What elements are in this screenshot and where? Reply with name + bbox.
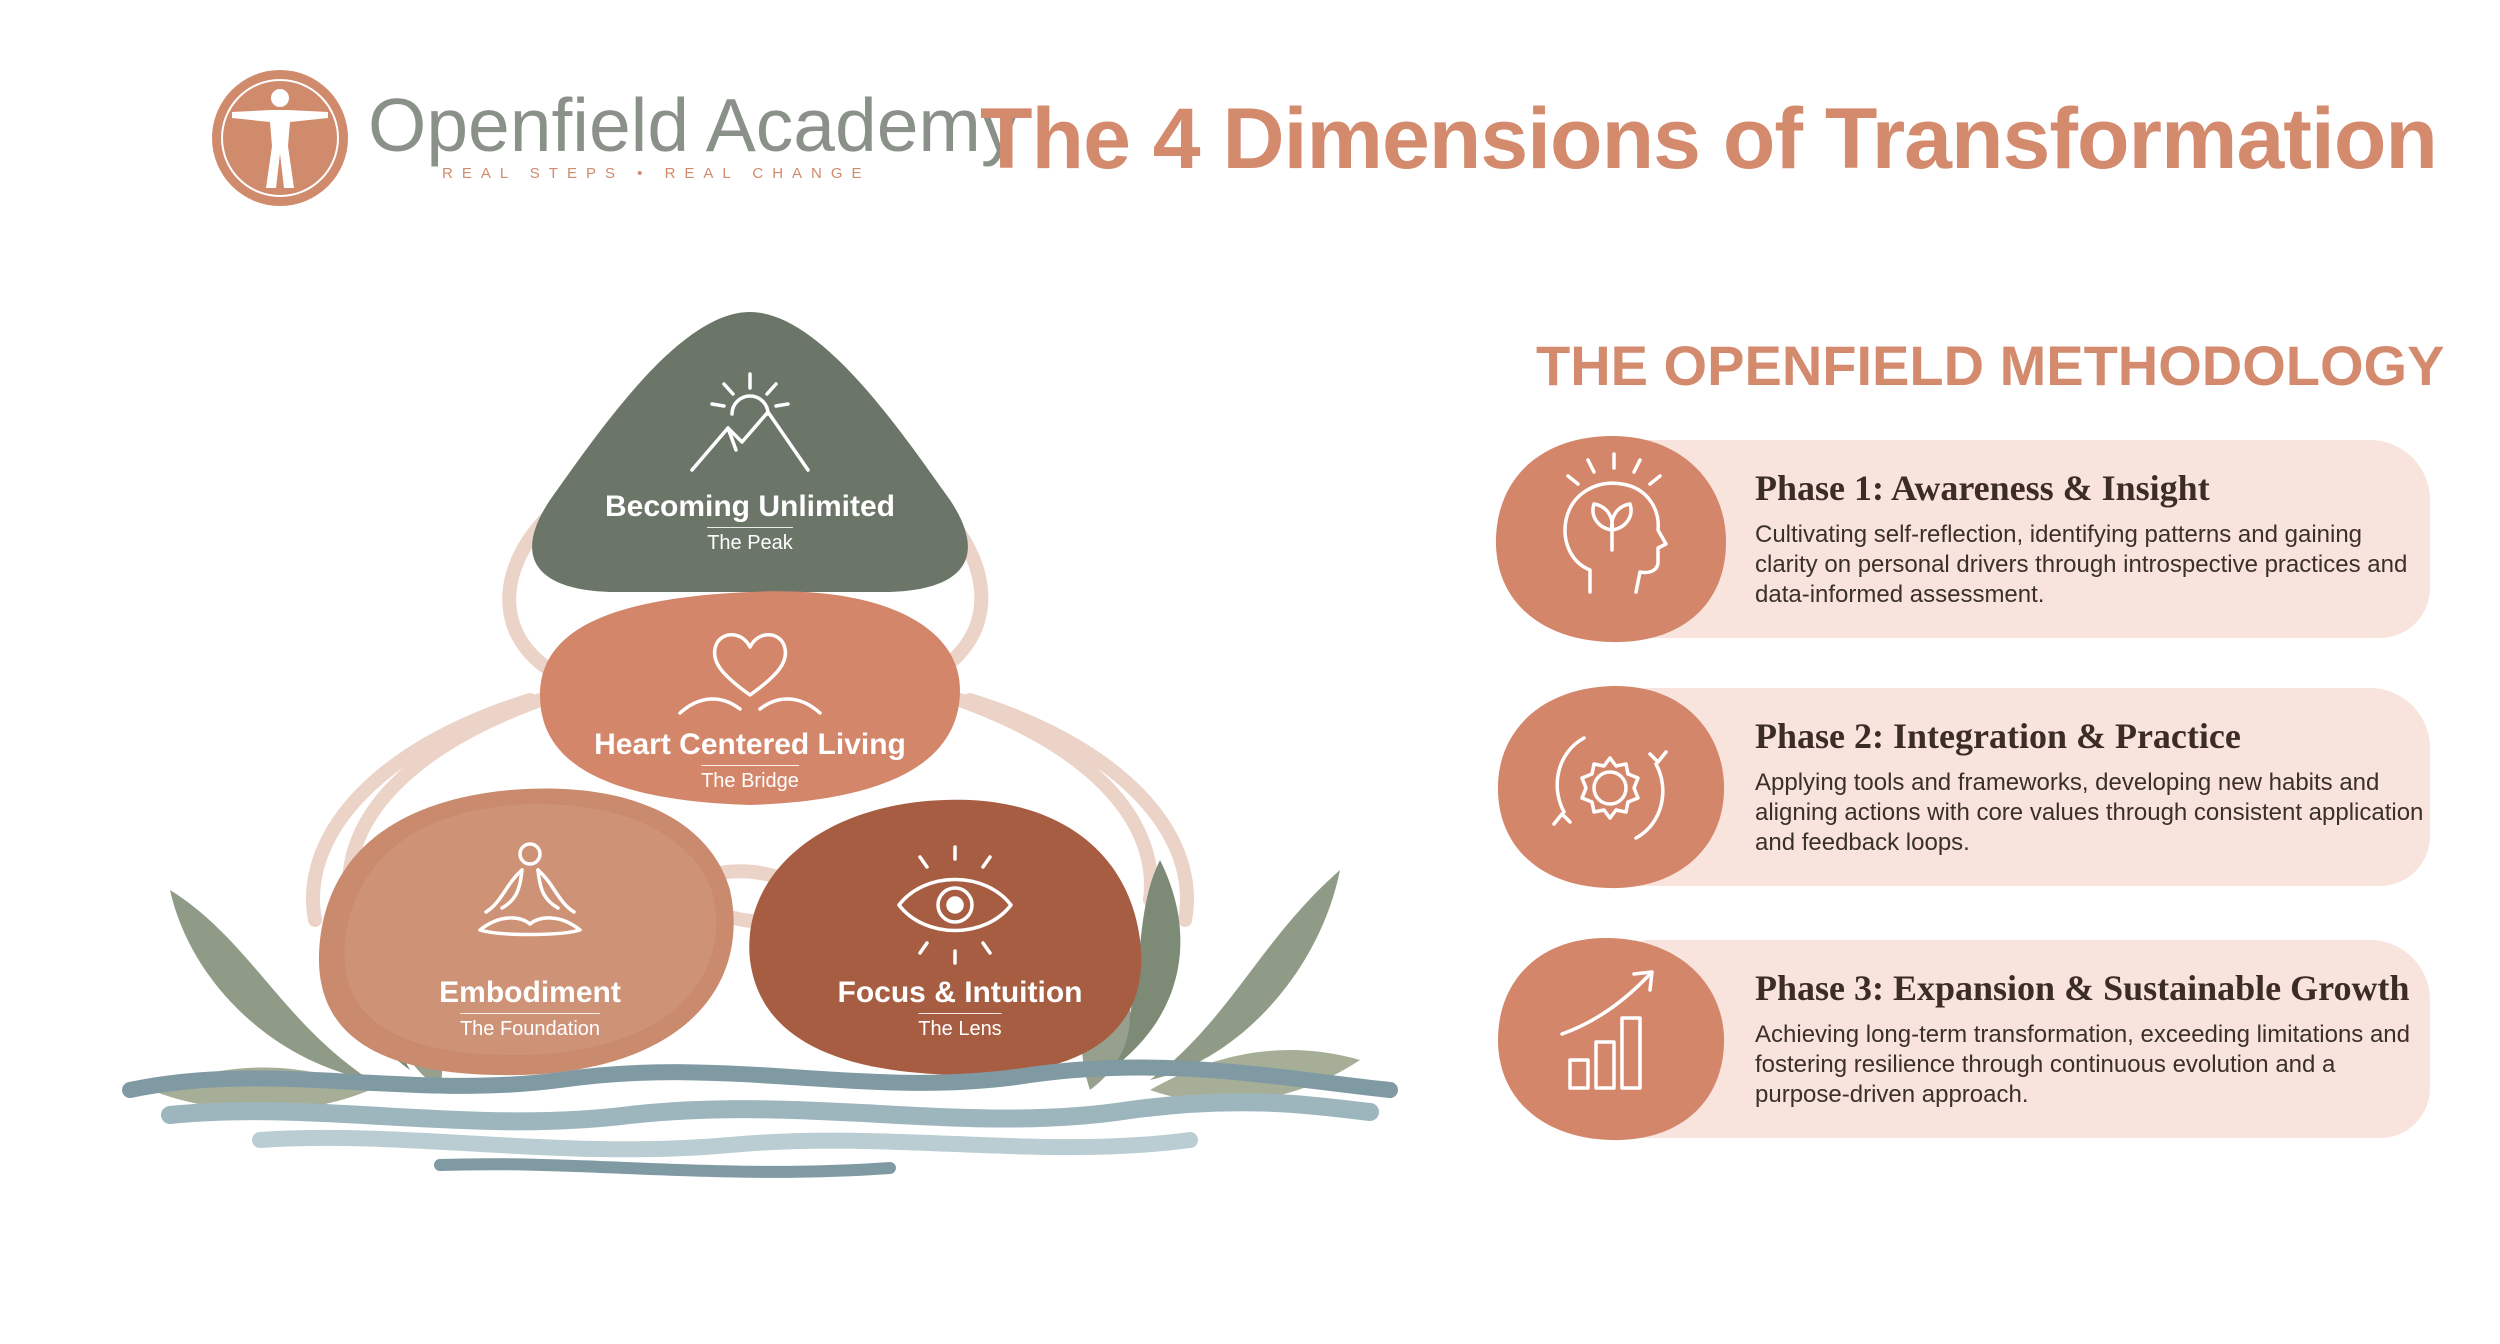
phase-card-background [1610, 440, 2430, 638]
dimensions-diagram: Becoming Unlimited The Peak Heart Center… [110, 300, 1410, 1200]
stone-subtitle: The Peak [707, 527, 793, 554]
vitruvian-figure-icon [212, 70, 348, 206]
logo-mark [210, 68, 350, 208]
phase-title: Phase 2: Integration & Practice [1755, 716, 2241, 756]
phase-card-background [1610, 940, 2430, 1138]
stone-title: Becoming Unlimited [604, 490, 896, 523]
phase-description: Cultivating self-reflection, identifying… [1755, 521, 2408, 608]
stone-subtitle: The Foundation [459, 1013, 601, 1040]
stone-title: Embodiment [439, 976, 621, 1009]
phase-icon-blob [1495, 435, 1726, 643]
stone-title: Heart Centered Living [594, 728, 906, 761]
phase-icon-blob [1497, 685, 1725, 889]
stone-label-foundation: Embodiment The Foundation [439, 976, 621, 1040]
stone-lens [749, 799, 1142, 1075]
phase-card-background [1610, 688, 2430, 886]
head-leaf-icon [1563, 452, 1668, 594]
water-waves [122, 1059, 1398, 1178]
phase-card-3: Phase 3: Expansion & Sustainable Growth … [1490, 932, 2440, 1142]
meditation-icon [478, 842, 582, 937]
logo-name: Openfield Academy [368, 83, 1019, 167]
stone-subtitle: The Bridge [701, 765, 799, 792]
stone-foundation-highlight [344, 804, 717, 1056]
phase-title: Phase 1: Awareness & Insight [1755, 468, 2210, 508]
phase-description: Applying tools and frameworks, developin… [1755, 769, 2424, 856]
gear-cycle-icon [1552, 736, 1668, 840]
heart-hands-icon [678, 633, 822, 715]
stone-subtitle: The Lens [918, 1013, 1002, 1040]
logo-tagline: REAL STEPS • REAL CHANGE [442, 165, 871, 182]
stone-peak [532, 312, 968, 592]
stone-label-lens: Focus & Intuition The Lens [838, 976, 1083, 1040]
phase-card-1: Phase 1: Awareness & Insight Cultivating… [1490, 432, 2440, 643]
phase-title: Phase 3: Expansion & Sustainable Growth [1755, 968, 2410, 1008]
phase-icon-blob [1498, 938, 1725, 1141]
methodology-heading: THE OPENFIELD METHODOLOGY [1536, 334, 2445, 397]
page-title: The 4 Dimensions of Transformation [980, 91, 2438, 187]
stone-label-peak: Becoming Unlimited The Peak [605, 490, 895, 554]
stone-title: Focus & Intuition [837, 976, 1083, 1009]
phase-description: Achieving long-term transformation, exce… [1755, 1021, 2410, 1108]
stone-label-bridge: Heart Centered Living The Bridge [594, 728, 906, 792]
stone-bridge [540, 591, 960, 805]
diagram-art [122, 312, 1398, 1178]
phase-card-2: Phase 2: Integration & Practice Applying… [1490, 680, 2440, 890]
mountain-sun-icon [690, 372, 810, 472]
growth-chart-icon [1560, 970, 1654, 1090]
eye-icon [897, 845, 1013, 965]
